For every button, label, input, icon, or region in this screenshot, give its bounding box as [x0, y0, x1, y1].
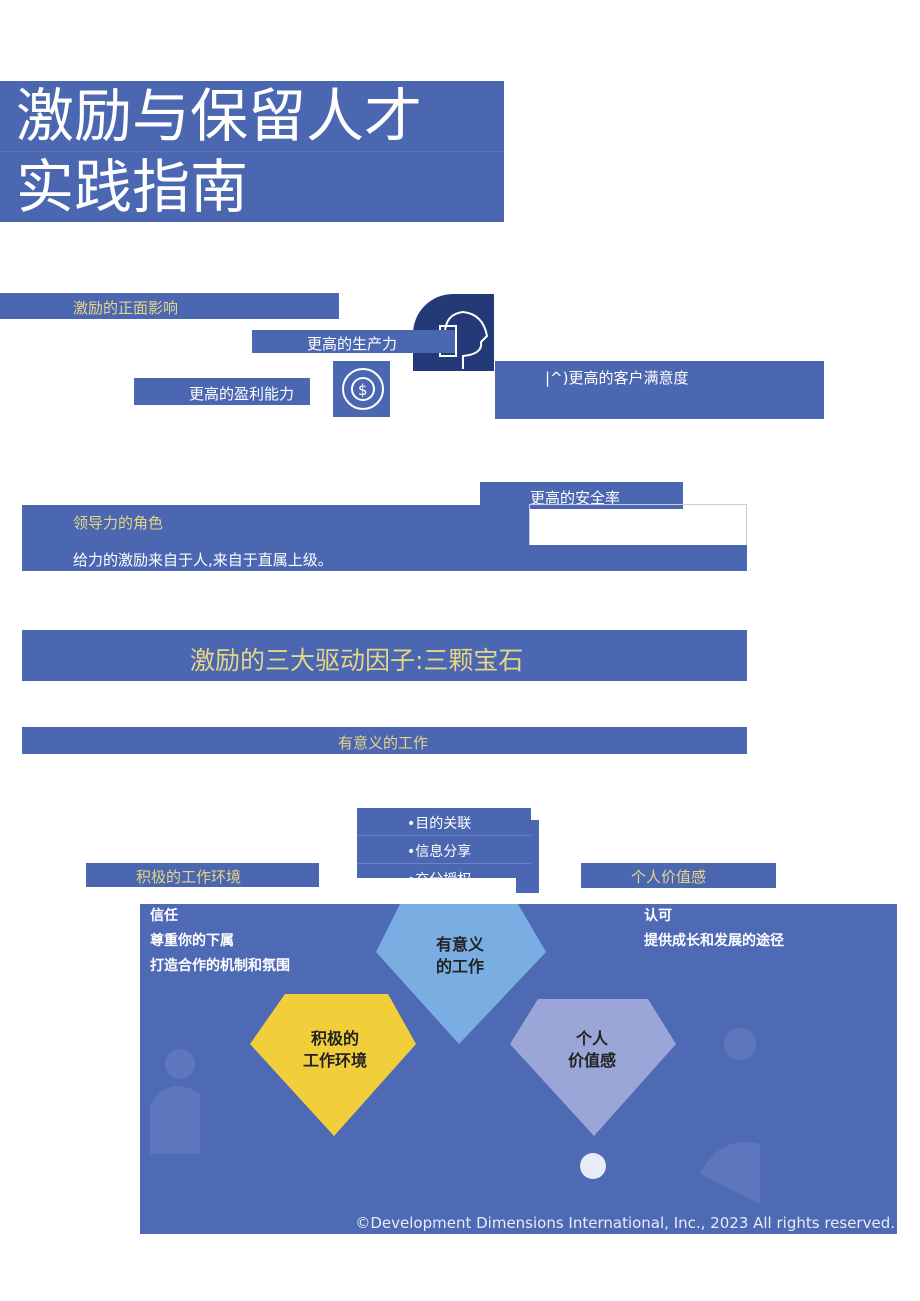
blank-box	[529, 504, 747, 545]
gem-left-label: 积极的	[310, 1029, 359, 1048]
leadership-text-bar: 给力的激励来自于人,来自于直属上级。	[22, 545, 747, 571]
satisfaction-bar: |^)更高的客户满意度	[495, 361, 824, 419]
environment-heading-bar: 积极的工作环境	[86, 863, 319, 887]
left-list: 信任 尊重你的下属 打造合作的机制和氛围	[140, 904, 290, 979]
left-item: 信任	[150, 908, 178, 924]
value-heading: 个人价值感	[631, 868, 707, 886]
profitability-label: 更高的盈利能力	[189, 385, 295, 403]
right-list: 认可 提供成长和发展的途径	[634, 904, 784, 954]
meaningful-heading: 有意义的工作	[338, 734, 429, 752]
meaningful-list: •目的关联 •信息分享 •充分授权	[357, 808, 531, 878]
left-item: 尊重你的下属	[150, 933, 234, 949]
gem-top	[376, 904, 546, 1044]
gem-top-label: 的工作	[435, 957, 484, 976]
title-line-2: 实践指南	[16, 153, 249, 221]
meaningful-item: •信息分享	[407, 844, 472, 860]
meaningful-heading-bar: 有意义的工作	[22, 727, 747, 754]
meaningful-item: •充分授权	[407, 869, 471, 878]
dollar-cycle-icon: $	[333, 361, 390, 417]
productivity-bar: 更高的生产力	[252, 330, 455, 353]
environment-heading: 积极的工作环境	[136, 868, 242, 886]
right-item: 提供成长和发展的途径	[644, 933, 784, 949]
impact-heading-bar: 激励的正面影响	[0, 293, 339, 319]
gem-right	[510, 999, 676, 1136]
value-heading-bar: 个人价值感	[581, 863, 776, 888]
left-item: 打造合作的机制和氛围	[150, 958, 290, 974]
productivity-label: 更高的生产力	[307, 335, 398, 353]
gem-right-label: 个人	[575, 1029, 608, 1048]
profitability-bar: 更高的盈利能力	[134, 378, 310, 405]
gem-left	[250, 994, 416, 1136]
title-banner: 激励与保留人才 实践指南	[0, 81, 504, 222]
safety-label: 更高的安全率	[530, 489, 621, 507]
impact-heading: 激励的正面影响	[73, 299, 179, 317]
drivers-heading-bar: 激励的三大驱动因子:三颗宝石	[22, 630, 747, 681]
gem-right-label: 价值感	[567, 1051, 616, 1070]
copyright: ©Development Dimensions International, I…	[355, 1214, 895, 1232]
three-gems-graphic: 信任 尊重你的下属 打造合作的机制和氛围 认可 提供成长和发展的途径 有意义的工…	[140, 904, 897, 1234]
drivers-heading: 激励的三大驱动因子:三颗宝石	[190, 646, 524, 675]
right-item: 认可	[644, 908, 672, 924]
leadership-text: 给力的激励来自于人,来自于直属上级。	[73, 551, 333, 569]
svg-text:$: $	[358, 381, 368, 399]
leadership-heading-bar: 领导力的角色	[22, 505, 530, 545]
leadership-heading: 领导力的角色	[73, 514, 164, 532]
gem-left-label: 工作环境	[302, 1051, 367, 1070]
meaningful-item: •目的关联	[407, 816, 472, 832]
title-line-1: 激励与保留人才	[0, 81, 504, 152]
satisfaction-label: |^)更高的客户满意度	[545, 369, 689, 387]
gem-top-label: 有意义	[435, 935, 484, 954]
